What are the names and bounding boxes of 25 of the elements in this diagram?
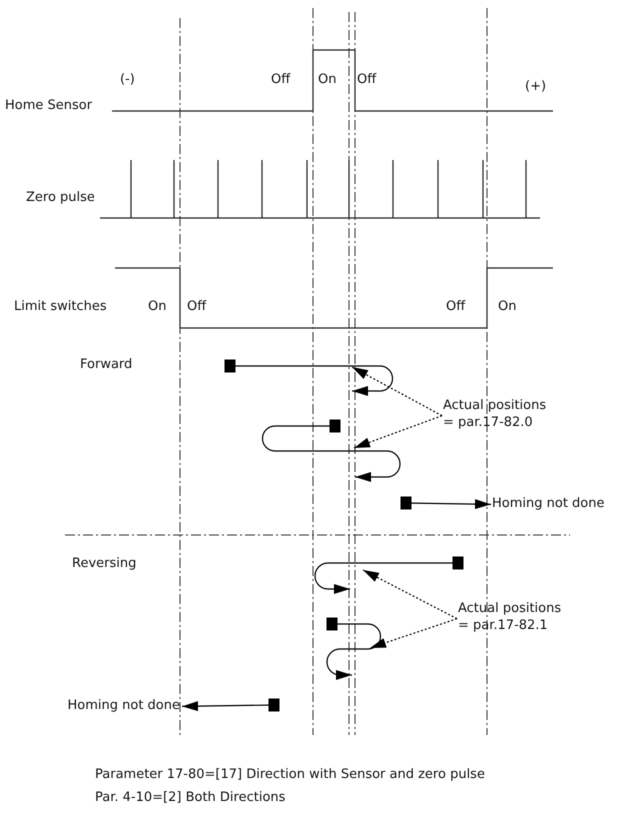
mode-label: Forward <box>80 357 132 373</box>
signal-name: Limit switches <box>14 299 107 315</box>
leader-line <box>352 366 442 416</box>
signal-name: Zero pulse <box>26 190 95 206</box>
state-label: On <box>318 72 336 88</box>
caption-text: Parameter 17-80=[17] Direction with Sensor and zero pulse <box>95 767 485 783</box>
arrow <box>182 698 280 712</box>
callout-text: Homing not done <box>492 495 604 512</box>
state-label: Off <box>357 72 376 88</box>
state-label: On <box>498 299 516 315</box>
leader-line <box>362 569 458 620</box>
direction-label: (+) <box>525 79 546 95</box>
state-label: Off <box>187 299 206 315</box>
leader-line <box>354 415 442 449</box>
direction-label: (-) <box>120 72 135 88</box>
state-label: Off <box>446 299 466 315</box>
signal-name: Home Sensor <box>5 98 92 114</box>
leader-line <box>370 618 458 649</box>
caption-text: Par. 4-10=[2] Both Directions <box>95 790 286 806</box>
arrow <box>400 496 492 510</box>
state-label: On <box>148 299 166 315</box>
state-label: Off <box>271 72 290 88</box>
mode-label: Reversing <box>72 556 136 572</box>
callout-text: Homing not done <box>68 697 180 714</box>
callout-text: Actual positions = par.17-82.0 <box>443 397 561 431</box>
